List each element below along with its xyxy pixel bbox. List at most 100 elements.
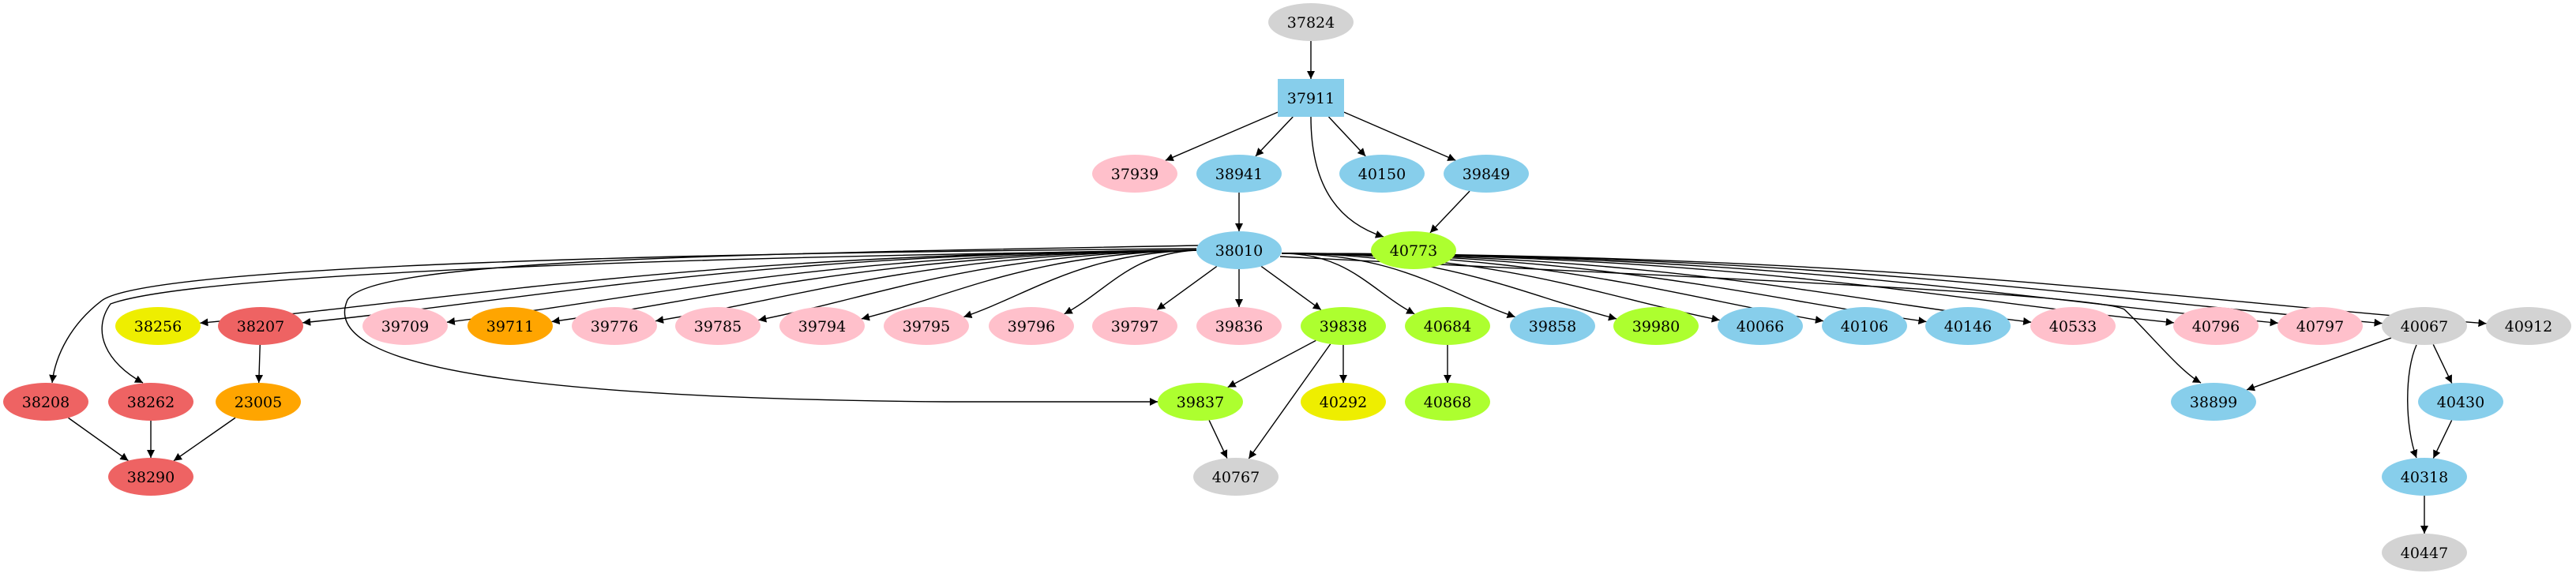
node-38208[interactable]: 38208	[3, 383, 88, 421]
node-39709[interactable]: 39709	[362, 307, 448, 345]
node-39980[interactable]: 39980	[1613, 307, 1699, 345]
node-40773[interactable]: 40773	[1371, 231, 1456, 269]
node-37911[interactable]: 37911	[1278, 79, 1344, 117]
node-38262[interactable]: 38262	[108, 383, 193, 421]
edge-38208-38290	[68, 417, 129, 462]
edge-38010-38208	[49, 248, 1197, 384]
node-40292[interactable]: 40292	[1301, 383, 1386, 421]
node-shape	[1092, 155, 1177, 193]
node-label: 39709	[381, 318, 429, 335]
edge-38010-38262	[101, 249, 1197, 384]
node-38207[interactable]: 38207	[218, 307, 303, 345]
node-label: 40868	[1424, 394, 1471, 411]
node-39797[interactable]: 39797	[1092, 307, 1177, 345]
node-shape	[1718, 307, 1803, 345]
node-shape	[1613, 307, 1699, 345]
node-40146[interactable]: 40146	[1925, 307, 2011, 345]
node-label: 23005	[235, 394, 282, 411]
node-39838[interactable]: 39838	[1301, 307, 1386, 345]
node-label: 40773	[1390, 242, 1437, 260]
node-shape	[2030, 307, 2116, 345]
node-37939[interactable]: 37939	[1092, 155, 1177, 193]
node-38899[interactable]: 38899	[2171, 383, 2256, 421]
node-40447[interactable]: 40447	[2382, 534, 2467, 571]
node-label: 38290	[127, 469, 175, 486]
node-40767[interactable]: 40767	[1193, 458, 1279, 496]
node-37824[interactable]: 37824	[1268, 3, 1354, 41]
node-shape	[2277, 307, 2363, 345]
edge-40067-38899	[2246, 337, 2392, 392]
node-shape	[1196, 231, 1282, 269]
node-label: 40684	[1424, 318, 1471, 335]
node-shape	[1193, 458, 1279, 496]
node-shape	[1268, 3, 1354, 41]
node-39776[interactable]: 39776	[572, 307, 657, 345]
node-39858[interactable]: 39858	[1510, 307, 1595, 345]
node-shape	[2173, 307, 2259, 345]
node-shape	[2382, 458, 2467, 496]
node-40067[interactable]: 40067	[2382, 307, 2467, 345]
node-shape	[1196, 155, 1282, 193]
edges-layer	[49, 41, 2487, 534]
node-39795[interactable]: 39795	[884, 307, 969, 345]
node-label: 39838	[1320, 318, 1367, 335]
edge-40067-40318	[2407, 344, 2418, 459]
node-shape	[218, 307, 303, 345]
node-label: 39836	[1215, 318, 1263, 335]
node-label: 37939	[1111, 166, 1158, 183]
edge-38010-38256	[200, 249, 1197, 327]
node-shape	[1339, 155, 1425, 193]
node-40430[interactable]: 40430	[2418, 383, 2503, 421]
node-label: 38207	[237, 318, 284, 335]
node-shape	[1444, 155, 1529, 193]
edge-38010-38899	[1279, 256, 2202, 384]
edge-38010-39980	[1281, 253, 1617, 321]
node-label: 39797	[1111, 318, 1158, 335]
node-40684[interactable]: 40684	[1405, 307, 1490, 345]
node-label: 40146	[1944, 318, 1992, 335]
node-39785[interactable]: 39785	[675, 307, 760, 345]
edge-38010-39858	[1281, 253, 1515, 319]
node-40797[interactable]: 40797	[2277, 307, 2363, 345]
edge-38010-40146	[1281, 253, 1927, 325]
node-39837[interactable]: 39837	[1158, 383, 1243, 421]
node-label: 40767	[1212, 469, 1260, 486]
node-shape	[362, 307, 448, 345]
node-39849[interactable]: 39849	[1444, 155, 1529, 193]
node-label: 39776	[591, 318, 638, 335]
node-40796[interactable]: 40796	[2173, 307, 2259, 345]
edge-38010-40684	[1281, 253, 1415, 315]
node-39711[interactable]: 39711	[468, 307, 553, 345]
node-label: 40796	[2192, 318, 2240, 335]
node-label: 40447	[2401, 545, 2448, 562]
node-40318[interactable]: 40318	[2382, 458, 2467, 496]
node-40066[interactable]: 40066	[1718, 307, 1803, 345]
node-shape	[1925, 307, 2011, 345]
node-40912[interactable]: 40912	[2486, 307, 2571, 345]
node-40150[interactable]: 40150	[1339, 155, 1425, 193]
node-40533[interactable]: 40533	[2030, 307, 2116, 345]
node-23005[interactable]: 23005	[216, 383, 301, 421]
node-38941[interactable]: 38941	[1196, 155, 1282, 193]
node-40106[interactable]: 40106	[1822, 307, 1907, 345]
node-label: 39785	[694, 318, 742, 335]
node-39794[interactable]: 39794	[779, 307, 865, 345]
node-39836[interactable]: 39836	[1196, 307, 1282, 345]
node-label: 40066	[1737, 318, 1784, 335]
node-label: 39795	[903, 318, 950, 335]
node-shape	[468, 307, 553, 345]
node-shape	[1301, 383, 1386, 421]
node-38010[interactable]: 38010	[1196, 231, 1282, 269]
node-39796[interactable]: 39796	[989, 307, 1074, 345]
node-40868[interactable]: 40868	[1405, 383, 1490, 421]
node-label: 37824	[1287, 14, 1335, 32]
node-shape	[108, 458, 193, 496]
node-shape	[2418, 383, 2503, 421]
node-label: 40106	[1841, 318, 1888, 335]
node-38256[interactable]: 38256	[115, 307, 201, 345]
node-shape	[2382, 307, 2467, 345]
node-38290[interactable]: 38290	[108, 458, 193, 496]
edge-38207-23005	[255, 344, 264, 384]
edge-37911-40773	[1310, 116, 1384, 238]
